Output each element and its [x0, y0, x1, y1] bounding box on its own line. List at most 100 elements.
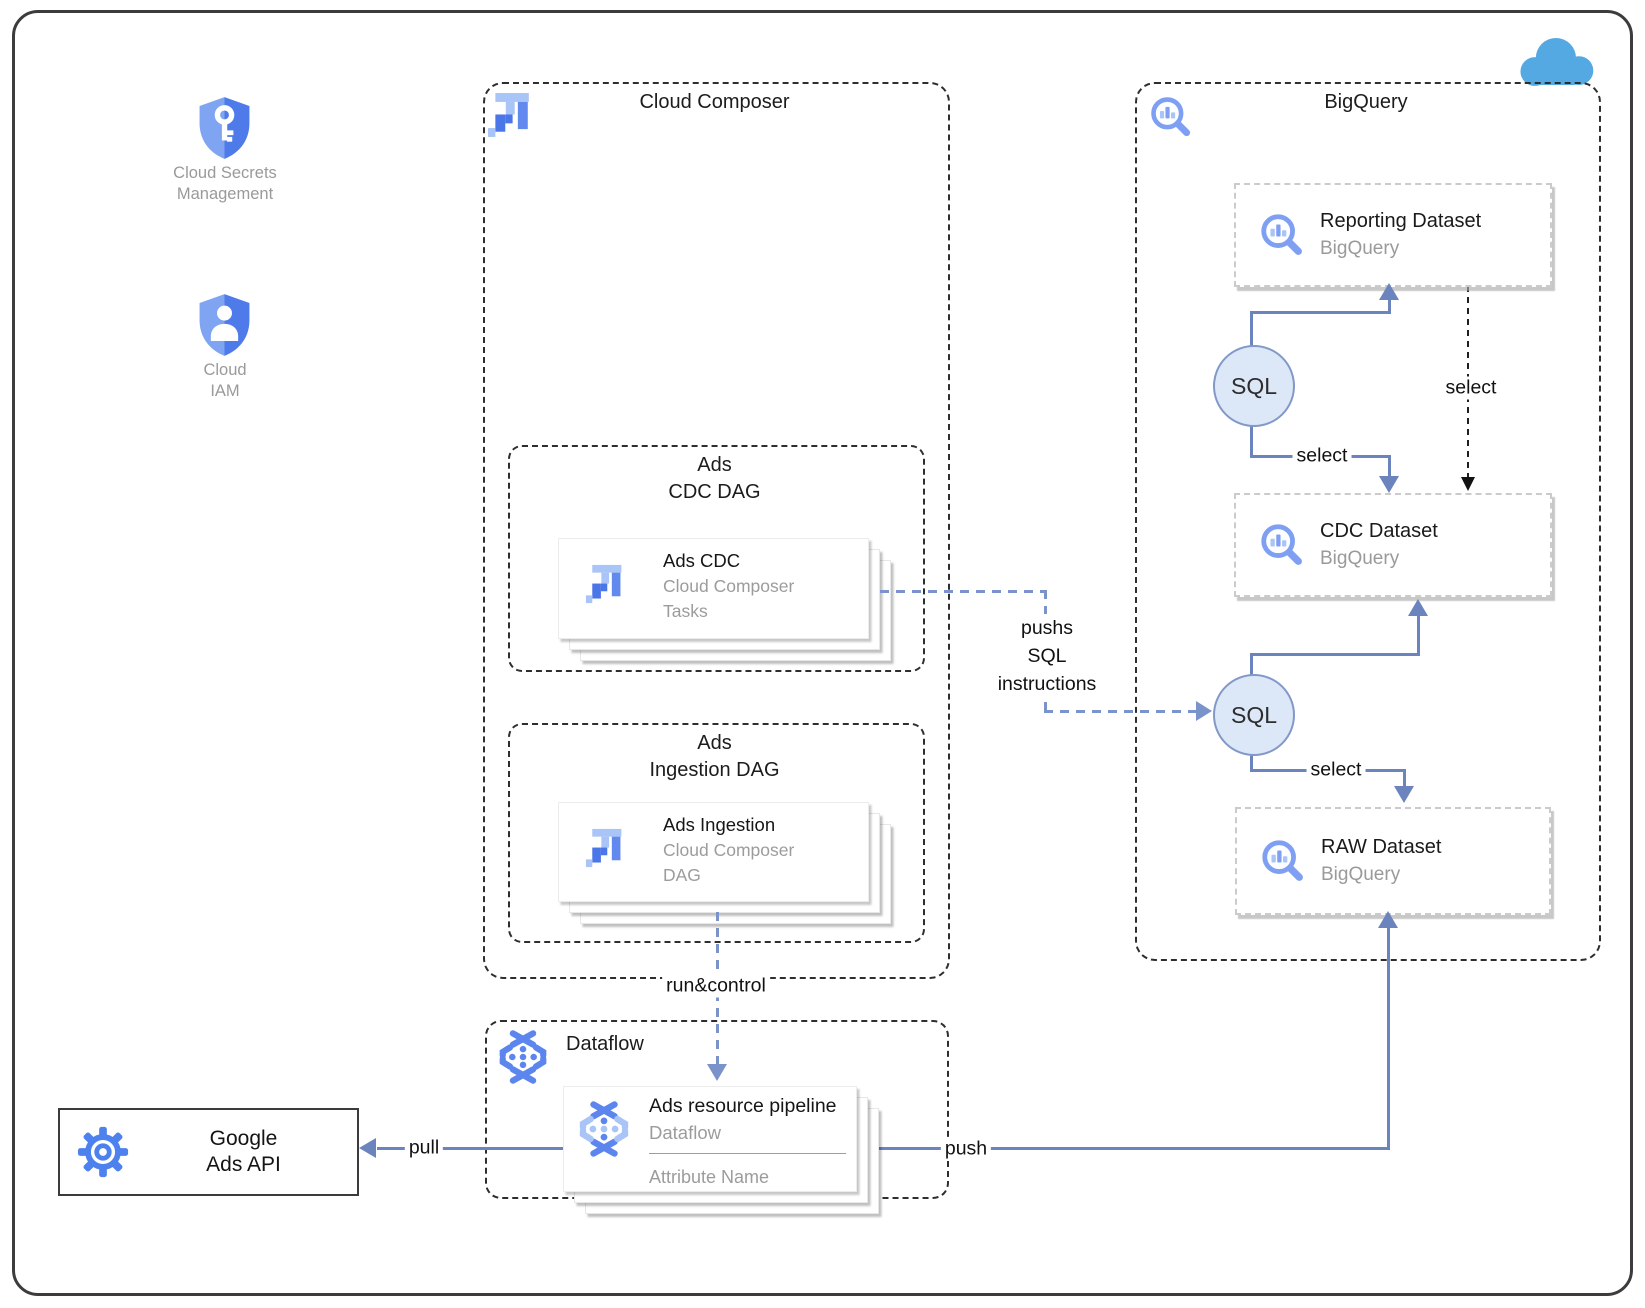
arrowhead-up: [1378, 911, 1398, 928]
edge-label-push: push: [940, 1137, 992, 1161]
cloud-iam-label-line1: Cloud: [203, 361, 247, 379]
pipeline-card-text: Ads resource pipeline Dataflow: [649, 1095, 837, 1144]
reporting-dataset-box: Reporting Dataset BigQuery: [1234, 183, 1552, 287]
shield-person-icon: [199, 294, 250, 356]
cloud-icon: [1520, 38, 1594, 86]
cloud-iam-label: Cloud IAM: [135, 360, 315, 402]
bigquery-icon: [1151, 97, 1191, 137]
edge-label-select: select: [1441, 376, 1501, 400]
edge-label-run-control: run&control: [662, 974, 770, 998]
edge-label-pull: pull: [404, 1136, 444, 1160]
cloud-secrets-label-line2: Management: [176, 185, 274, 203]
cloud-secrets-label-line1: Cloud Secrets: [173, 164, 277, 182]
pipeline-card-title: Ads resource pipeline: [649, 1095, 837, 1117]
raw-dataset-text: RAW Dataset BigQuery: [1321, 836, 1441, 886]
pipeline-card-attribute: Attribute Name: [649, 1167, 770, 1187]
arrow-sql-to-reporting: [1388, 298, 1391, 313]
dataflow-title: Dataflow: [566, 1033, 644, 1055]
sql-node-top: SQL: [1213, 345, 1295, 427]
ads-cdc-card-title: Ads CDC: [663, 550, 741, 571]
arrow-sql-to-reporting: [1250, 312, 1253, 346]
arrow-sql2-to-raw: [1403, 772, 1406, 787]
bigquery-icon: [1262, 840, 1303, 881]
ads-ingestion-dag-title-line2: Ingestion DAG: [649, 759, 780, 781]
cdc-dataset-subtitle: BigQuery: [1320, 548, 1400, 569]
edge-label-pushs-sql: pushs SQL instructions: [993, 614, 1101, 698]
google-ads-api-line1: Google: [209, 1127, 278, 1150]
ads-ingestion-card-subtitle: Cloud Composer: [663, 840, 795, 860]
ads-cdc-card-subtitle2: Tasks: [663, 601, 708, 621]
ads-cdc-dag-title: Ads CDC DAG: [508, 452, 921, 506]
reporting-dataset-text: Reporting Dataset BigQuery: [1320, 210, 1481, 260]
google-ads-api-line2: Ads API: [206, 1153, 281, 1176]
pushs-line3: instructions: [997, 673, 1097, 695]
cdc-dataset-title: CDC Dataset: [1320, 520, 1438, 542]
raw-dataset-box: RAW Dataset BigQuery: [1235, 807, 1551, 915]
arrow-pull: [377, 1147, 563, 1150]
pipeline-card-divider: [649, 1153, 846, 1154]
google-ads-api-label: Google Ads API: [130, 1126, 357, 1178]
arrowhead-down: [1461, 477, 1475, 491]
ads-cdc-dag-title-line2: CDC DAG: [668, 481, 761, 503]
arrow-sql2-to-raw: [1250, 751, 1253, 772]
bigquery-icon: [1261, 524, 1302, 565]
arrow-sql2-to-cdc: [1250, 653, 1420, 656]
reporting-dataset-subtitle: BigQuery: [1320, 238, 1400, 259]
cloud-secrets-label: Cloud Secrets Management: [135, 163, 315, 205]
ads-ingestion-card-subtitle2: DAG: [663, 865, 701, 885]
edge-label-select: select: [1292, 444, 1352, 468]
outer-border: [12, 10, 1633, 1296]
cloud-composer-icon: [488, 93, 529, 137]
dashed-arrow-pushs-sql: [880, 590, 1046, 593]
pushs-line2: SQL: [1027, 645, 1067, 667]
bigquery-icon: [1261, 214, 1302, 255]
dashed-arrow-pushs-sql: [1044, 710, 1196, 713]
reporting-dataset-title: Reporting Dataset: [1320, 210, 1482, 232]
ads-ingestion-card-title: Ads Ingestion: [663, 814, 776, 835]
arrowhead-left: [359, 1138, 376, 1158]
raw-dataset-subtitle: BigQuery: [1321, 864, 1401, 885]
ads-ingestion-dag-title-line1: Ads: [697, 732, 732, 754]
ads-ingestion-card: Ads Ingestion Cloud Composer DAG: [558, 802, 869, 902]
ads-cdc-card: Ads CDC Cloud Composer Tasks: [558, 538, 869, 639]
google-ads-api-box: Google Ads API: [58, 1108, 359, 1196]
cloud-composer-icon: [585, 828, 622, 868]
arrow-push: [1387, 928, 1390, 1149]
pipeline-card-stack: Ads resource pipeline Dataflow Attribute…: [563, 1086, 879, 1214]
sql-node-bottom: SQL: [1213, 674, 1295, 756]
arrow-sql2-to-cdc: [1250, 654, 1253, 675]
bigquery-container: [1135, 82, 1601, 961]
arrowhead-right: [1196, 701, 1212, 721]
ads-ingestion-card-text: Ads Ingestion Cloud Composer DAG: [663, 814, 794, 886]
pipeline-card: Ads resource pipeline Dataflow Attribute…: [563, 1086, 857, 1192]
arrow-sql2-to-cdc: [1417, 615, 1420, 655]
arrowhead-down: [1379, 476, 1399, 493]
arrow-push: [878, 1147, 1390, 1150]
pushs-line1: pushs: [1020, 617, 1074, 639]
pipeline-card-subtitle: Dataflow: [649, 1122, 721, 1143]
arrowhead-down: [1394, 786, 1414, 803]
ads-ingestion-card-stack: Ads Ingestion Cloud Composer DAG: [558, 802, 891, 924]
dataflow-icon: [579, 1101, 629, 1157]
ads-ingestion-dag-title: Ads Ingestion DAG: [508, 730, 921, 784]
cloud-composer-icon: [585, 564, 622, 604]
cloud-iam-label-line2: IAM: [210, 382, 240, 400]
bigquery-title: BigQuery: [1324, 91, 1408, 113]
ads-cdc-card-subtitle: Cloud Composer: [663, 576, 795, 596]
dataflow-icon: [499, 1030, 547, 1084]
raw-dataset-title: RAW Dataset: [1321, 836, 1442, 858]
arrow-sql-to-cdc: [1388, 458, 1391, 477]
ads-cdc-card-text: Ads CDC Cloud Composer Tasks: [663, 550, 794, 622]
edge-label-select: select: [1306, 758, 1366, 782]
arrow-sql-to-cdc: [1250, 422, 1253, 457]
arrowhead-up: [1408, 599, 1428, 616]
ads-cdc-dag-container: [508, 445, 925, 672]
cdc-dataset-box: CDC Dataset BigQuery: [1234, 493, 1552, 597]
arrowhead-up: [1379, 283, 1399, 300]
arrowhead-down: [707, 1064, 727, 1081]
ads-cdc-dag-title-line1: Ads: [697, 454, 732, 476]
shield-key-icon: [199, 97, 250, 159]
cdc-dataset-text: CDC Dataset BigQuery: [1320, 520, 1438, 570]
cloud-composer-title: Cloud Composer: [639, 91, 790, 113]
ads-cdc-card-stack: Ads CDC Cloud Composer Tasks: [558, 538, 891, 661]
